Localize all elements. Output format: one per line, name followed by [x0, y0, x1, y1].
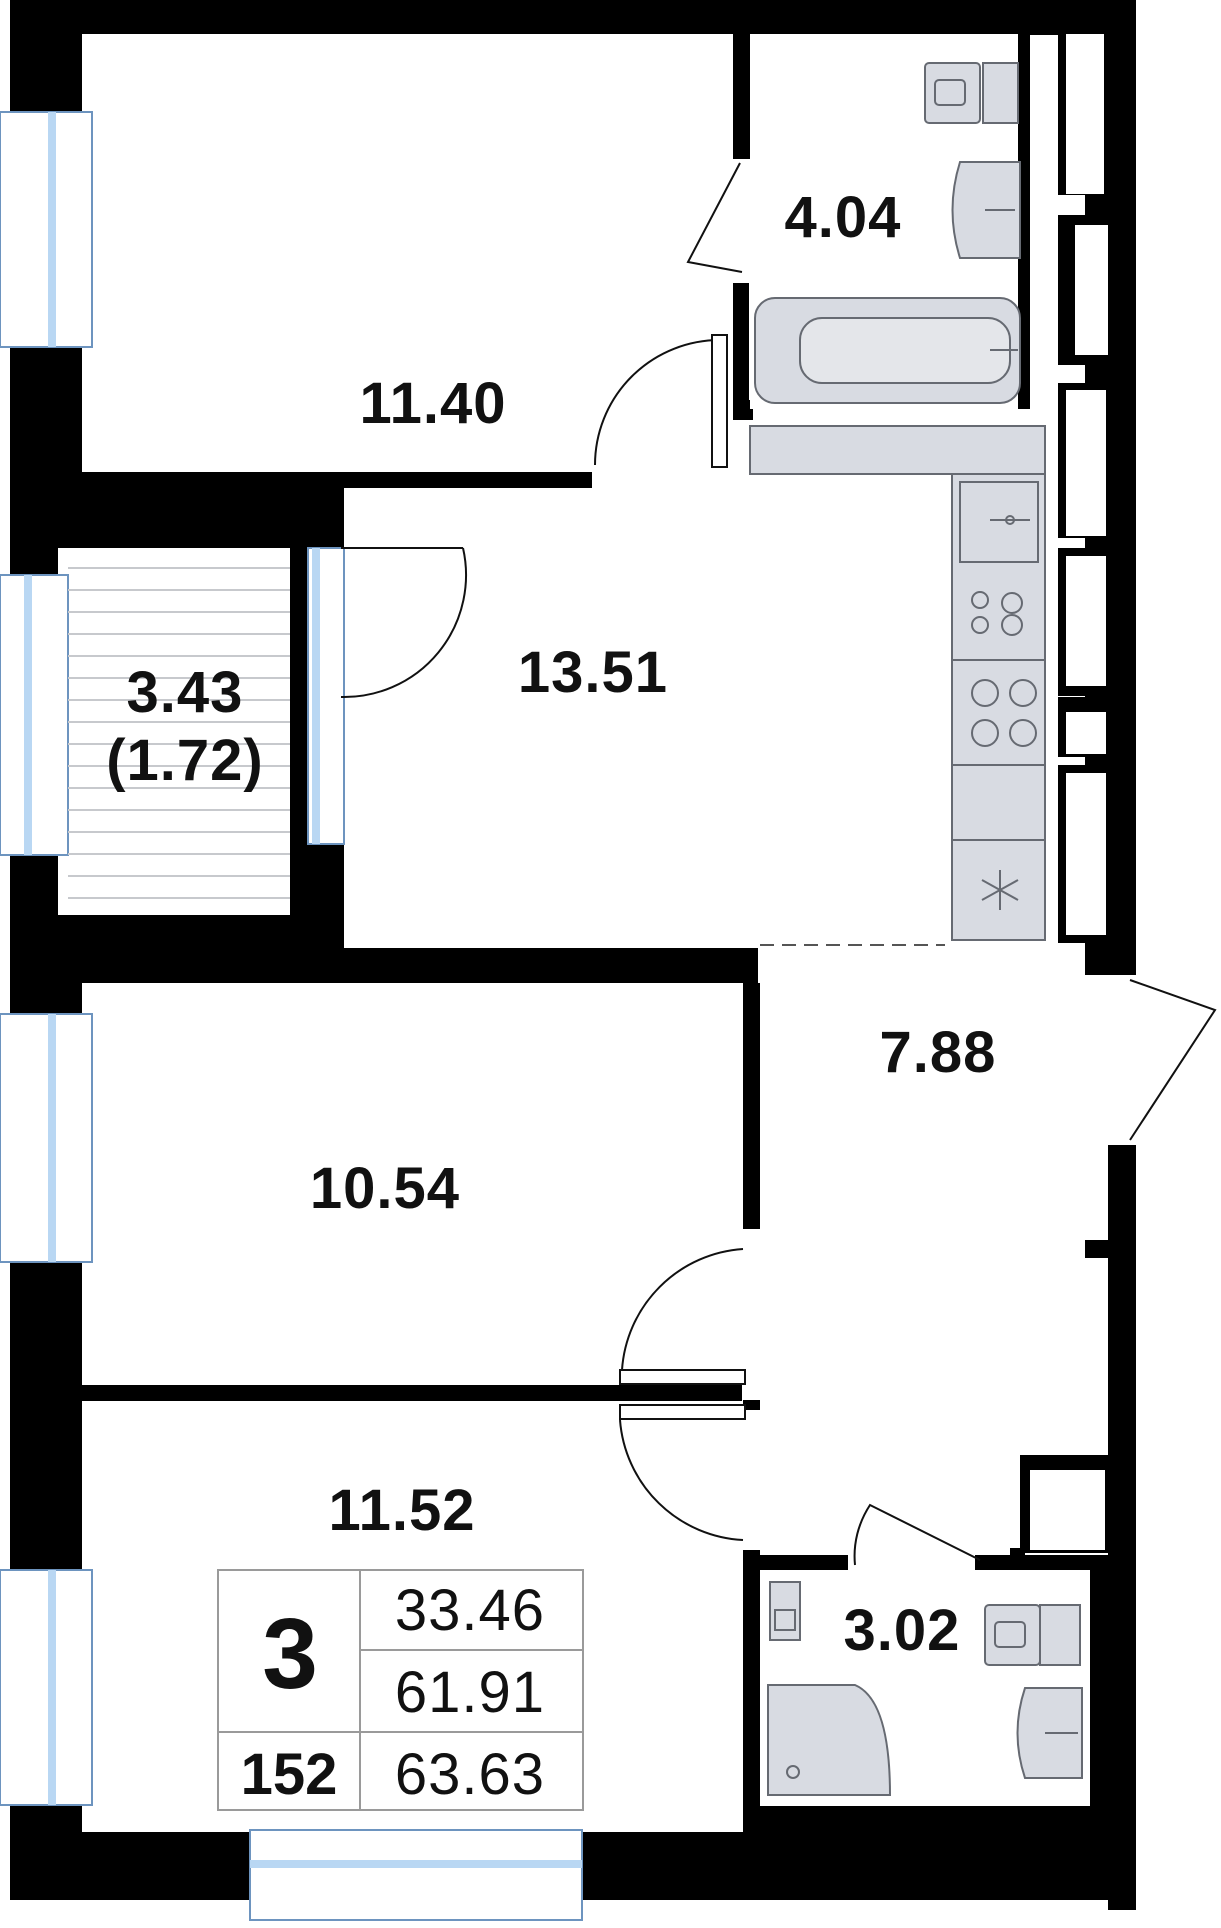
door-icon: [1129, 979, 1217, 1141]
apartment-number: 152: [241, 1742, 338, 1807]
fridge-icon: [952, 839, 1045, 910]
window-icon: [0, 1569, 93, 1806]
windows: [0, 111, 583, 1921]
room-area-bathroom-top: 4.04: [785, 185, 902, 250]
window-icon: [0, 111, 93, 348]
door-icon: [686, 162, 743, 273]
info-table: 3 33.46 61.91 152 63.63: [217, 1569, 584, 1811]
toilet-icon: [924, 62, 1019, 124]
bathtub-icon: [754, 297, 1021, 404]
room-interiors: [58, 34, 1090, 1832]
window-icon: [0, 1013, 93, 1263]
kitchen-counter: [749, 425, 1046, 941]
living-area: 33.46: [395, 1578, 545, 1643]
room-area-bathroom-bottom: 3.02: [844, 1598, 961, 1663]
room-area-balcony-reduced: (1.72): [106, 728, 264, 793]
window-icon: [249, 1829, 583, 1921]
total-area-with-balcony: 63.63: [395, 1742, 545, 1807]
washing-machine-icon: [769, 1581, 801, 1641]
toilet-icon: [984, 1604, 1081, 1666]
right-wall-blocks: [1020, 30, 1110, 1553]
sink-icon: [1016, 1687, 1083, 1779]
total-area: 61.91: [395, 1660, 545, 1725]
room-area-bedroom-middle: 10.54: [310, 1156, 460, 1221]
window-icon: [307, 547, 345, 845]
room-area-bedroom-top: 11.40: [360, 371, 507, 436]
door-icon: [340, 547, 468, 699]
room-area-hall: 7.88: [880, 1020, 997, 1085]
door-icon: [619, 1404, 746, 1541]
walls: [10, 0, 1136, 1910]
rooms-count: 3: [262, 1598, 318, 1710]
room-area-bedroom-bottom: 11.52: [329, 1478, 476, 1543]
doors: [340, 162, 1217, 1566]
cooktop-icon: [952, 591, 1045, 766]
door-icon: [619, 1248, 746, 1385]
shower-icon: [767, 1684, 892, 1796]
window-icon: [0, 574, 69, 856]
balcony-slats: [68, 567, 290, 899]
room-area-living-kitchen: 13.51: [518, 640, 668, 705]
room-area-balcony: 3.43: [127, 660, 244, 725]
kitchen-sink-icon: [959, 481, 1039, 563]
door-icon: [853, 1503, 981, 1566]
door-icon: [594, 334, 728, 468]
sink-icon: [951, 161, 1021, 259]
